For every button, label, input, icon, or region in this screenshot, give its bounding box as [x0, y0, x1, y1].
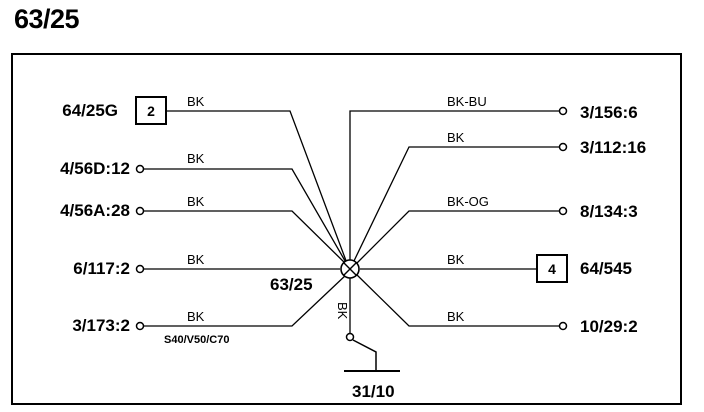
ground-pin	[345, 332, 355, 342]
wire-color-label: BK	[187, 194, 205, 209]
ground-wire-color-label: BK	[335, 302, 350, 320]
diagram-frame	[11, 53, 682, 405]
terminal-pin	[558, 106, 568, 116]
right-terminal-label: 64/545	[580, 259, 632, 278]
wire-line	[354, 210, 559, 266]
ground-symbol	[352, 339, 377, 371]
terminal-pin	[135, 164, 145, 174]
left-terminal-label: 6/117:2	[73, 259, 130, 278]
terminal-pin	[135, 264, 145, 274]
wire-line	[354, 272, 559, 327]
wire-color-label: BK	[187, 309, 205, 324]
terminal-pin	[135, 206, 145, 216]
terminal-pin	[558, 321, 568, 331]
ground-label: 31/10	[352, 382, 395, 401]
left-terminal-label: 4/56A:28	[60, 201, 130, 220]
wire-line	[143, 168, 349, 267]
wire-color-label: BK	[447, 309, 465, 324]
wire-color-label: BK-OG	[447, 194, 489, 209]
connector-box-number: 4	[548, 261, 556, 277]
right-terminal-label: 8/134:3	[580, 202, 638, 221]
wire-line	[166, 110, 349, 267]
wire-color-label: BK-BU	[447, 94, 487, 109]
wire-color-label: BK	[187, 94, 205, 109]
wire-color-label: BK	[187, 151, 205, 166]
connector-box	[135, 96, 167, 125]
wire-color-label: BK	[447, 130, 465, 145]
wire-line	[143, 273, 348, 327]
splice-hub	[340, 259, 360, 279]
terminal-pin	[558, 206, 568, 216]
left-terminal-label: 3/173:2	[72, 316, 130, 335]
left-terminal-label: 4/56D:12	[60, 159, 130, 178]
right-terminal-label: 3/156:6	[580, 103, 638, 122]
wire-color-label: BK	[187, 252, 205, 267]
connector-box	[536, 254, 568, 283]
connector-box-number: 2	[147, 103, 155, 119]
wire-line	[352, 146, 559, 264]
right-terminal-label: 10/29:2	[580, 317, 638, 336]
diagram-title: 63/25	[14, 4, 80, 34]
wire-line	[349, 110, 559, 262]
terminal-pin	[558, 142, 568, 152]
hub-label: 63/25	[270, 275, 313, 294]
terminal-pin	[135, 321, 145, 331]
right-terminal-label: 3/112:16	[580, 138, 646, 157]
model-note: S40/V50/C70	[164, 334, 229, 346]
wire-line	[143, 210, 349, 267]
left-terminal-label: 64/25G	[62, 101, 118, 120]
wire-color-label: BK	[447, 252, 465, 267]
